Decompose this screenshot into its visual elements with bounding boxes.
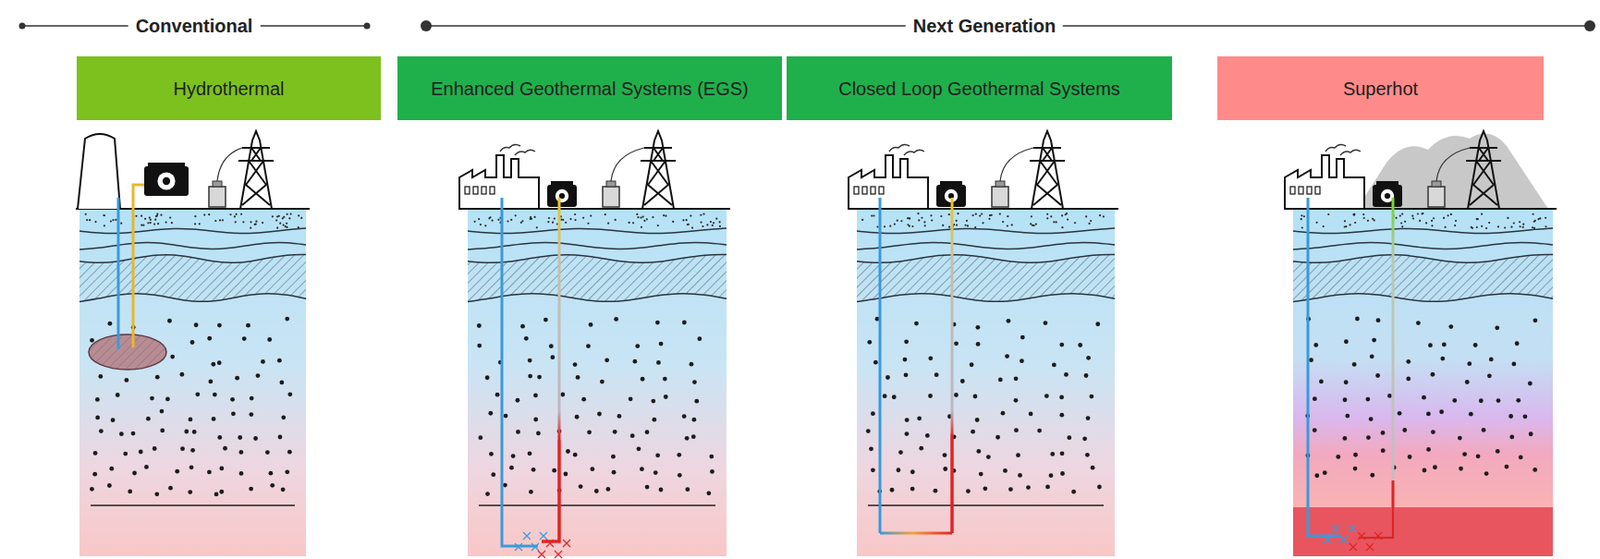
well-pipe xyxy=(541,197,560,542)
well-pipe xyxy=(1358,480,1393,538)
category-header: Closed Loop Geothermal Systems xyxy=(786,56,1173,121)
well-pipe xyxy=(951,197,954,534)
power-plant-icon xyxy=(1284,144,1365,209)
well-pipe xyxy=(541,439,560,542)
well-pipe xyxy=(1307,197,1341,537)
power-pylon xyxy=(640,131,676,209)
power-pylon xyxy=(1029,131,1065,209)
power-pylon xyxy=(238,131,274,209)
fracture-marks xyxy=(537,539,571,559)
ground-section xyxy=(464,208,731,557)
cooling-tower xyxy=(77,134,121,209)
transformer-icon xyxy=(602,147,645,208)
generator-icon xyxy=(1372,181,1403,208)
well-pipe xyxy=(879,197,882,534)
power-pylon xyxy=(1465,131,1502,209)
superhot-zone xyxy=(1293,507,1553,557)
category-header: Superhot xyxy=(1217,56,1544,121)
header-text: Enhanced Geothermal Systems (EGS) xyxy=(430,77,748,100)
timeline-label: Conventional xyxy=(128,15,261,37)
generator-icon xyxy=(144,162,189,196)
transformer-icon xyxy=(208,147,243,208)
header-text: Hydrothermal xyxy=(172,77,284,100)
well-pipe xyxy=(117,197,121,350)
well-pipe xyxy=(879,532,953,536)
fracture-marks xyxy=(1323,525,1356,544)
well-pipe xyxy=(1358,197,1393,538)
header-text: Superhot xyxy=(1343,77,1418,100)
fracture-marks xyxy=(514,532,548,551)
transformer-icon xyxy=(1428,147,1470,208)
well-pipe xyxy=(501,197,538,547)
power-plant-icon xyxy=(848,144,929,209)
ground-section xyxy=(853,208,1119,557)
category-header: Enhanced Geothermal Systems (EGS) xyxy=(397,56,782,121)
well-pipe xyxy=(951,434,954,534)
header-text: Closed Loop Geothermal Systems xyxy=(838,77,1121,100)
category-header: Hydrothermal xyxy=(76,56,381,121)
generator-icon xyxy=(547,181,577,208)
volcano-silhouette xyxy=(1356,134,1549,209)
fracture-marks xyxy=(1349,532,1382,551)
well-pipe xyxy=(133,184,145,348)
power-plant-icon xyxy=(459,144,539,209)
ground-section xyxy=(75,208,310,557)
ground-section xyxy=(1289,208,1557,557)
timeline-label: Next Generation xyxy=(905,15,1063,37)
reservoir xyxy=(88,334,167,370)
transformer-icon xyxy=(991,147,1034,208)
